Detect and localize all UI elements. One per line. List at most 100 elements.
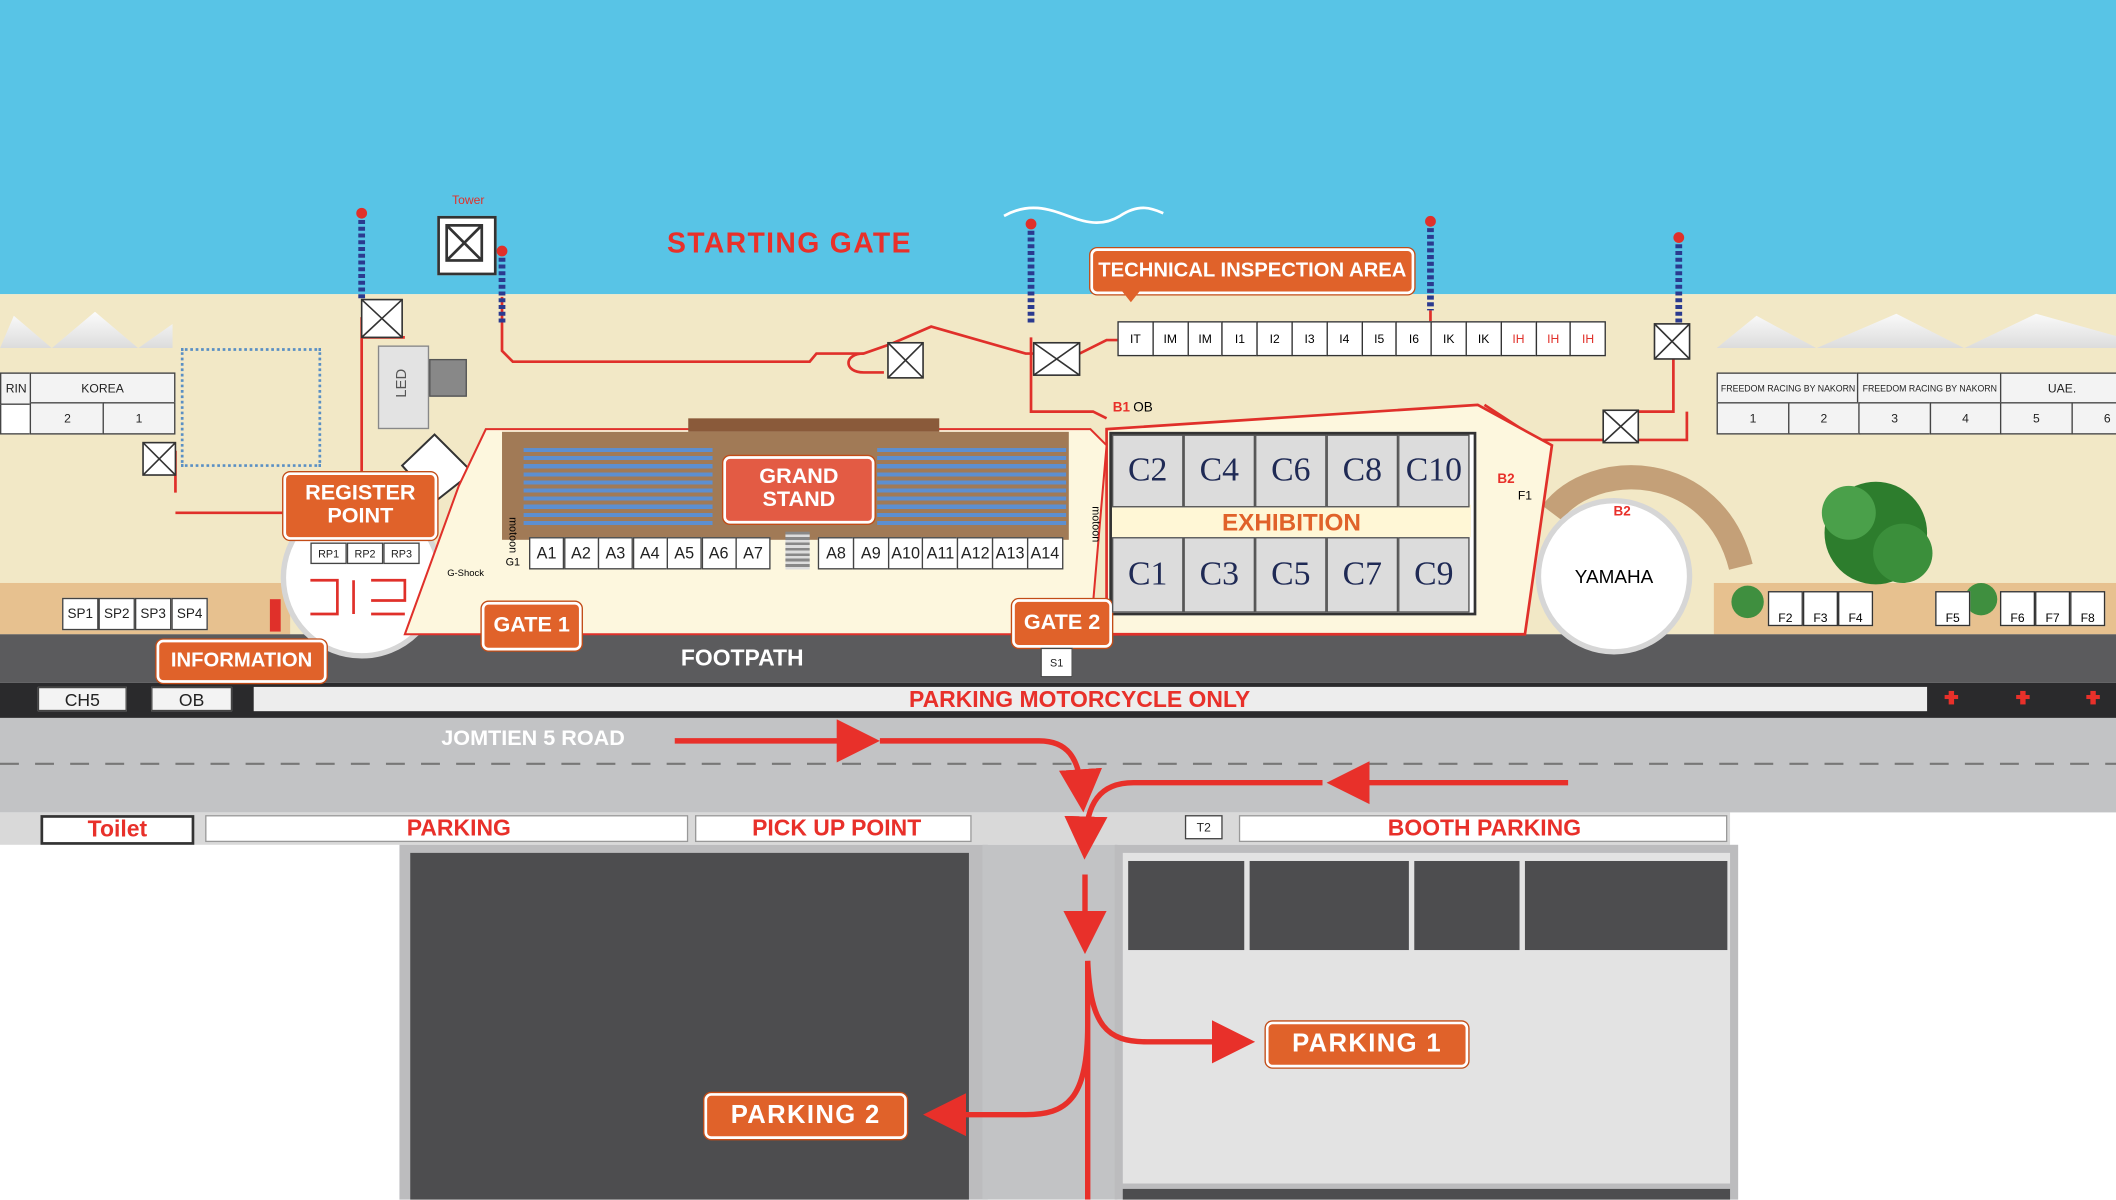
inspection-stall[interactable]: IH: [1535, 321, 1572, 357]
f-stall[interactable]: F8: [2070, 591, 2106, 627]
register-point-label: REGISTER POINT: [305, 482, 416, 528]
footpath-label: FOOTPATH: [680, 645, 804, 671]
tent-right-num: 1: [1716, 402, 1790, 435]
f-stall[interactable]: F7: [2035, 591, 2071, 627]
road-name: JOMTIEN 5 ROAD: [441, 727, 625, 751]
route-arrow-4: [1064, 780, 1323, 860]
parking-strip: [205, 815, 689, 843]
f-stall[interactable]: F3: [1802, 591, 1839, 627]
sp-stall[interactable]: SP2: [98, 597, 135, 631]
parking-2-lot: [410, 852, 969, 1200]
b2-label-a: B2: [1497, 472, 1515, 488]
sp-stall[interactable]: SP1: [62, 597, 99, 631]
led-screen: [377, 345, 430, 430]
pick-up-point-label: PICK UP POINT: [752, 815, 922, 841]
g1-label: G1: [505, 555, 521, 569]
parking-motorcycle-label: PARKING MOTORCYCLE ONLY: [908, 686, 1251, 713]
a-booth[interactable]: A13: [991, 537, 1029, 570]
information-callout[interactable]: INFORMATION: [156, 639, 327, 683]
inspection-stall[interactable]: I6: [1395, 321, 1433, 357]
grand-stand-label: GRAND STAND: [759, 465, 839, 512]
parking-2-label: PARKING 2: [730, 1101, 881, 1130]
s1-box: S1: [1040, 647, 1073, 678]
ob-label: OB: [1133, 400, 1153, 416]
a-booth[interactable]: A4: [632, 537, 668, 570]
exhibition-booth[interactable]: C10: [1398, 434, 1470, 508]
pickup-strip: [694, 815, 972, 843]
a-booth[interactable]: A6: [701, 537, 737, 570]
inspection-stall[interactable]: IT: [1117, 321, 1154, 357]
f-stall[interactable]: F5: [1935, 591, 1971, 627]
f-stall[interactable]: F4: [1838, 591, 1874, 627]
ch5-box: CH5: [37, 686, 127, 712]
toilet-sign[interactable]: Toilet: [40, 815, 195, 845]
a-booth[interactable]: A12: [957, 537, 994, 570]
gate-1-callout[interactable]: GATE 1: [481, 601, 582, 651]
parking-1-label: PARKING 1: [1292, 1029, 1442, 1059]
inspection-stall[interactable]: IK: [1430, 321, 1467, 357]
vertical-label-left: motoon: [506, 517, 519, 554]
sp-stall[interactable]: SP4: [171, 597, 208, 631]
parking-1-callout[interactable]: PARKING 1: [1265, 1021, 1469, 1068]
register-position: RP1: [310, 542, 347, 565]
inspection-stall[interactable]: IM: [1152, 321, 1189, 357]
inspection-stall[interactable]: IH: [1569, 321, 1607, 357]
info-post: [269, 599, 281, 632]
yamaha-arc: [1542, 465, 1753, 571]
exhibition-booth[interactable]: C9: [1398, 537, 1470, 613]
yamaha-label: YAMAHA: [1574, 565, 1654, 588]
a-booth[interactable]: A2: [563, 537, 599, 570]
g-shock-label: G-Shock: [447, 569, 484, 579]
inspection-stall[interactable]: I2: [1256, 321, 1293, 357]
exhibition-booth[interactable]: C6: [1255, 434, 1327, 508]
booth-parking-bay-2: [1249, 860, 1409, 951]
a-booth[interactable]: A7: [735, 537, 771, 570]
f-stall[interactable]: F6: [1999, 591, 2036, 627]
tent-right-name-0: FREEDOM RACING BY NAKORN: [1716, 372, 1860, 405]
a-booth[interactable]: A5: [666, 537, 702, 570]
sp-stall[interactable]: SP3: [134, 597, 172, 631]
route-arrow-parking2: [939, 960, 1091, 1200]
inspection-stall[interactable]: IK: [1465, 321, 1502, 357]
exhibition-booth[interactable]: C7: [1326, 537, 1399, 613]
exhibition-booth[interactable]: C2: [1111, 434, 1184, 508]
exhibition-booth[interactable]: C4: [1183, 434, 1256, 508]
a-booth[interactable]: A8: [817, 537, 855, 570]
led-label: LED: [394, 368, 411, 398]
vertical-label-right: motoon: [1089, 506, 1102, 543]
register-floor: [310, 578, 407, 616]
exhibition-booth[interactable]: C3: [1183, 537, 1256, 613]
sea: [0, 0, 2116, 295]
a-booth[interactable]: A3: [597, 537, 633, 570]
gate-2-callout[interactable]: GATE 2: [1012, 599, 1112, 648]
gate-posts: [356, 207, 1685, 324]
a-booth[interactable]: A11: [922, 537, 959, 570]
inspection-stall[interactable]: I3: [1291, 321, 1328, 357]
a-booth[interactable]: A14: [1026, 537, 1064, 570]
tent-right-num: 2: [1787, 402, 1861, 435]
first-aid-crosses: [1944, 690, 2100, 705]
a-booth[interactable]: A10: [887, 537, 924, 570]
big-tree: [1731, 481, 1998, 619]
a-booth[interactable]: A9: [852, 537, 890, 570]
exhibition-booth[interactable]: C8: [1326, 434, 1399, 508]
inspection-stall[interactable]: IH: [1500, 321, 1537, 357]
inspection-stall[interactable]: IM: [1187, 321, 1224, 357]
parking-2-callout[interactable]: PARKING 2: [704, 1093, 907, 1139]
tent-left-name-0: RIN: [0, 372, 33, 405]
exhibition-booth[interactable]: C1: [1111, 537, 1184, 613]
f-stall[interactable]: F2: [1767, 591, 1803, 627]
tent-right-name-2: UAE.: [1999, 372, 2116, 405]
tent-left-name-1: KOREA: [29, 372, 176, 405]
inspection-stall[interactable]: I4: [1326, 321, 1363, 357]
inspection-stall[interactable]: I5: [1361, 321, 1398, 357]
exhibition-booth[interactable]: C5: [1255, 537, 1327, 613]
technical-inspection-pointer: [1120, 288, 1142, 303]
ob-box: OB: [151, 686, 233, 712]
tower-icon[interactable]: [437, 215, 497, 276]
a-booth[interactable]: A1: [529, 537, 565, 570]
tower-label: Tower: [452, 192, 485, 207]
booth-parking-bay-1: [1128, 860, 1245, 951]
inspection-stall[interactable]: I1: [1221, 321, 1258, 357]
